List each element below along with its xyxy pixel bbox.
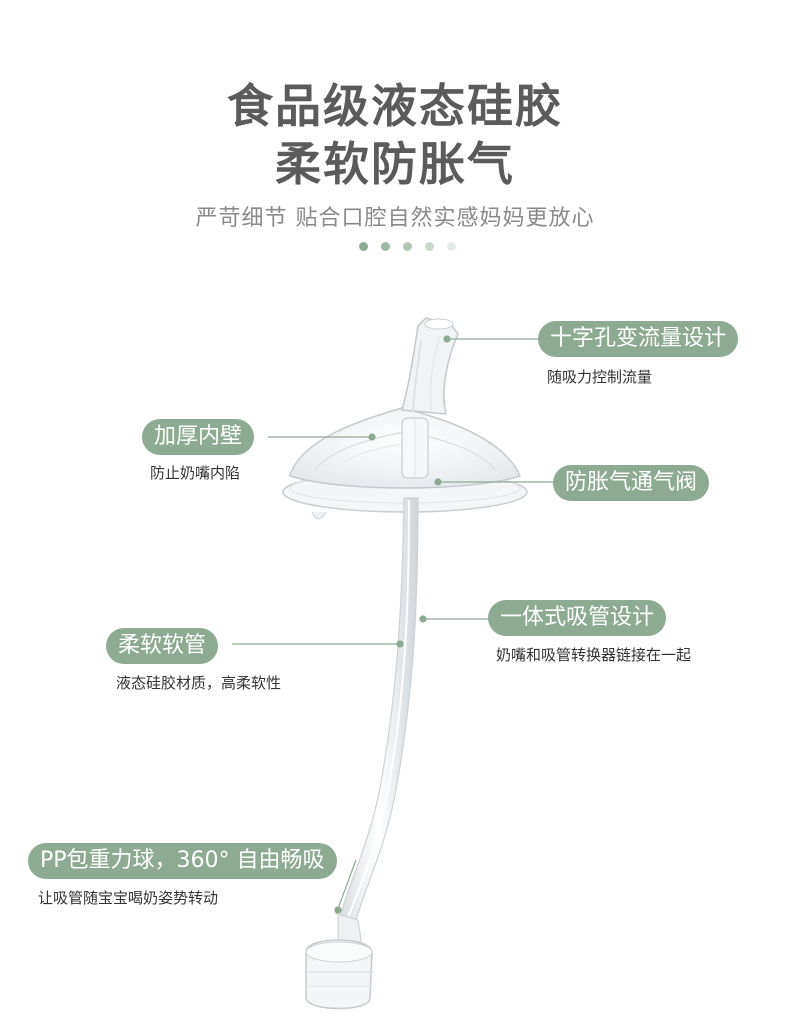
- callout-integrated-straw-label: 一体式吸管设计: [488, 600, 667, 636]
- callout-integrated-straw-desc: 奶嘴和吸管转换器链接在一起: [496, 646, 692, 664]
- callout-gravity-ball-desc: 让吸管随宝宝喝奶姿势转动: [38, 889, 219, 907]
- headline-subtitle: 严苛细节 贴合口腔自然实感妈妈更放心: [195, 206, 595, 231]
- decorative-dots: [359, 242, 459, 252]
- dot-icon: [425, 242, 434, 251]
- callout-gravity-ball-label: PP包重力球，360° 自由畅吸: [28, 843, 337, 879]
- callout-thick-wall-desc: 防止奶嘴内陷: [150, 464, 241, 482]
- anti-colic-valve: [401, 417, 429, 479]
- soft-tube: [339, 497, 419, 921]
- gravity-ball-weight: [304, 913, 374, 1010]
- dot-icon: [381, 242, 390, 251]
- callout-soft-tube-desc: 液态硅胶材质，高柔软性: [116, 674, 282, 692]
- callout-cross-hole-label: 十字孔变流量设计: [538, 321, 739, 357]
- callout-soft-tube-label: 柔软软管: [106, 628, 219, 664]
- dot-icon: [359, 242, 368, 251]
- callout-cross-hole-desc: 随吸力控制流量: [547, 368, 653, 386]
- nipple-teat: [401, 317, 459, 415]
- leader-lines: [232, 335, 556, 915]
- dot-icon: [403, 242, 412, 251]
- headline-line-2: 柔软防胀气: [275, 137, 515, 191]
- callout-thick-wall-label: 加厚内壁: [142, 419, 255, 455]
- headline-line-1: 食品级液态硅胶: [227, 79, 563, 133]
- dot-icon: [447, 242, 456, 251]
- callout-valve-label: 防胀气通气阀: [553, 465, 710, 501]
